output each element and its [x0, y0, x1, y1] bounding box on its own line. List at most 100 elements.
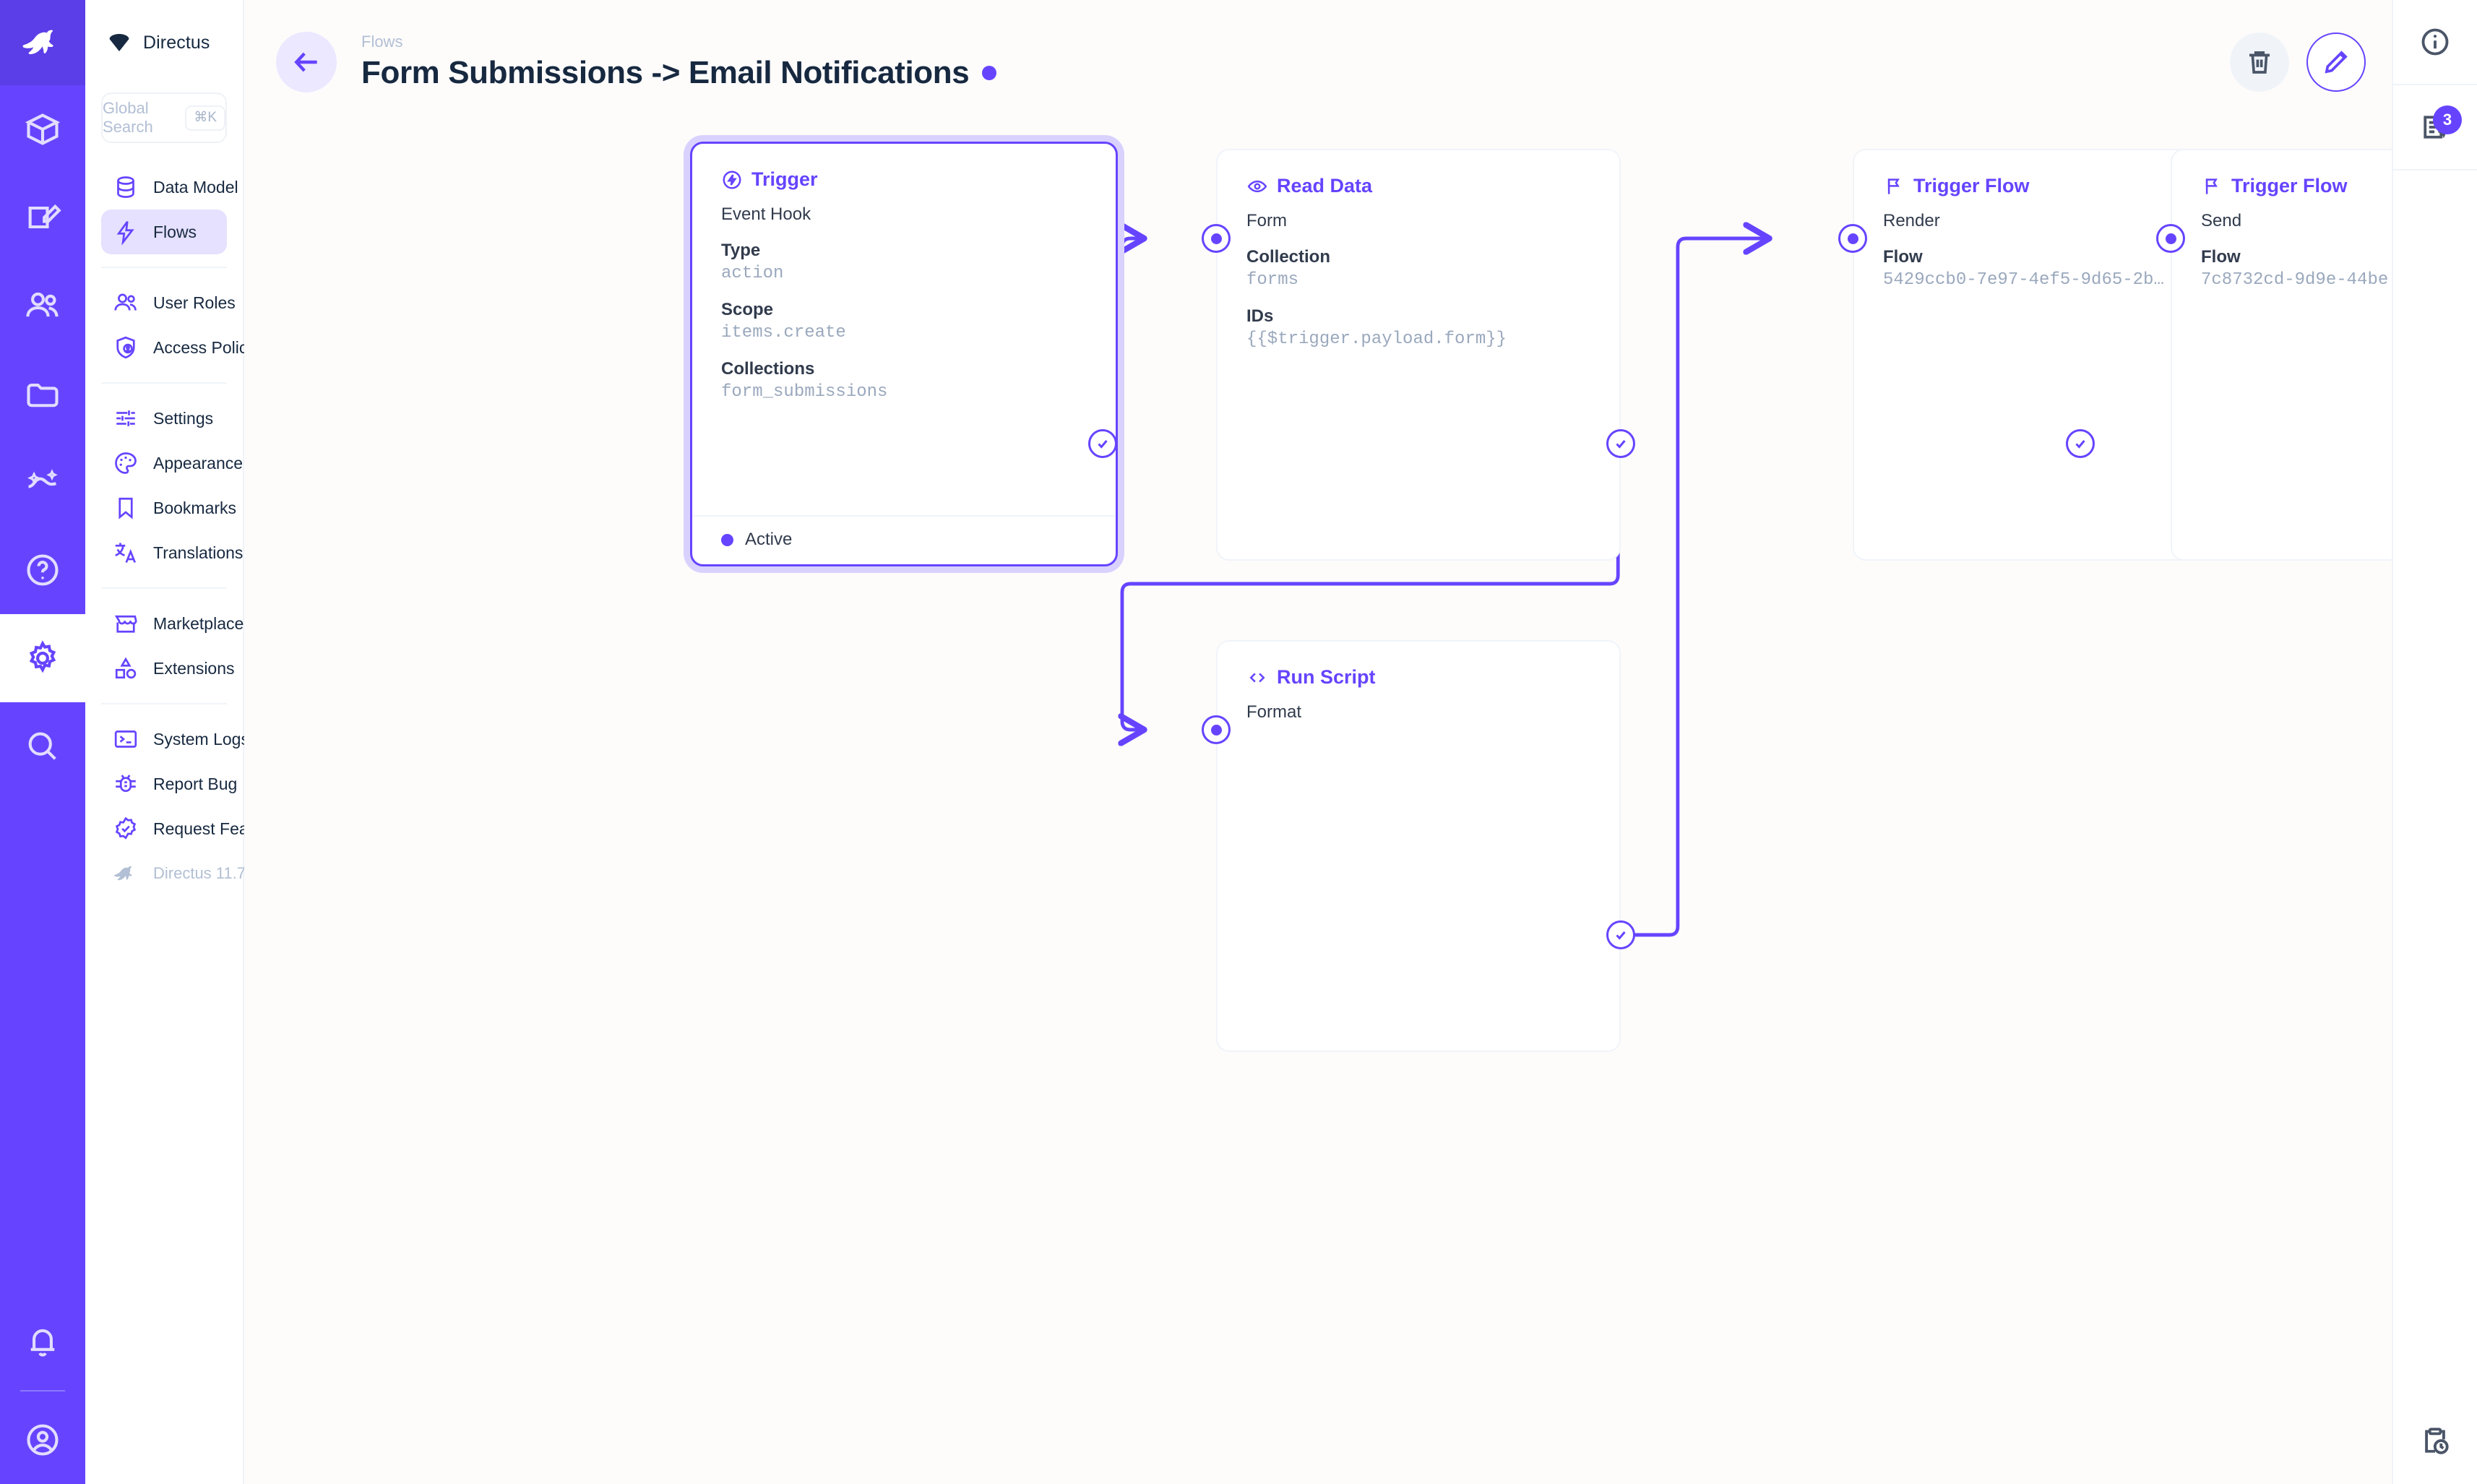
sliders-icon: [116, 410, 135, 426]
search-shortcut-kbd: ⌘K: [185, 105, 225, 131]
lightning-bolt-icon: [116, 220, 134, 245]
module-content[interactable]: [0, 85, 85, 173]
field-value: 5429ccb0-7e97-4ef5-9d65-2b…: [1883, 270, 2164, 290]
sidebar-item-marketplace[interactable]: Marketplace Beta: [101, 601, 309, 646]
sidebar-item-extensions[interactable]: Extensions: [101, 646, 235, 691]
module-users[interactable]: [0, 262, 85, 350]
sidebar-item-settings[interactable]: Settings: [101, 396, 227, 441]
node-type-header: Run Script: [1218, 642, 1619, 689]
module-files[interactable]: [0, 350, 85, 438]
module-insights[interactable]: [0, 438, 85, 526]
sidebar-item-label: Directus 11.7.2: [153, 864, 259, 882]
trash-icon: [2249, 51, 2270, 74]
bolt-circle-icon: [723, 171, 741, 189]
node-status-footer: Active: [692, 515, 1116, 564]
database-icon: [117, 176, 134, 198]
node-type-header: Read Data: [1218, 150, 1619, 197]
node-name: Send: [2201, 211, 2242, 230]
field-key: Scope: [721, 300, 774, 320]
module-settings[interactable]: [0, 614, 85, 702]
flow-node-run-script[interactable]: Run Script Format: [1216, 640, 1621, 1052]
right-sidebar: 3: [2392, 0, 2477, 1484]
field-value: items.create: [721, 323, 846, 343]
handle-out-read-data[interactable]: [1606, 429, 1635, 458]
pencil-icon: [2325, 51, 2348, 74]
node-type-label: Run Script: [1277, 666, 1376, 688]
brand-header: Directus: [85, 0, 243, 85]
sidebar-item-report-bug[interactable]: Report Bug: [101, 762, 237, 806]
info-sidebar-icon[interactable]: [2392, 0, 2477, 85]
node-type-header: Trigger: [692, 144, 1116, 191]
sidebar-item-user-roles[interactable]: User Roles: [101, 280, 236, 325]
node-type-label: Read Data: [1277, 175, 1373, 197]
storefront-icon: [114, 615, 137, 633]
revisions-sidebar-icon[interactable]: 3: [2392, 85, 2477, 171]
notifications-icon[interactable]: [0, 1298, 85, 1386]
bell-icon: [30, 1329, 55, 1357]
sidebar-item-bookmarks[interactable]: Bookmarks: [101, 486, 236, 530]
extensions-icon: [115, 657, 137, 679]
field-value: form_submissions: [721, 382, 888, 402]
node-body: Event Hook Type action Scope items.creat…: [692, 191, 1116, 405]
flow-logs-icon[interactable]: [2392, 1399, 2477, 1484]
breadcrumb[interactable]: Flows: [361, 32, 403, 51]
delete-flow-button[interactable]: [2230, 33, 2289, 92]
check-icon: [2075, 440, 2085, 449]
directus-rabbit-icon: [114, 866, 132, 881]
sidebar-item-label: User Roles: [153, 293, 236, 312]
help-circle-icon: [27, 554, 59, 586]
node-name: Format: [1246, 702, 1302, 722]
sidebar-item-access-policies[interactable]: Access Policies: [101, 325, 269, 370]
flow-node-trigger[interactable]: Trigger Event Hook Type action Scope ite…: [690, 142, 1118, 566]
sidebar-item-version: Directus 11.7.2: [101, 851, 259, 896]
status-badge: [982, 66, 997, 81]
search-input[interactable]: Global Search ⌘K: [101, 92, 227, 143]
sidebar-item-appearance[interactable]: Appearance: [101, 441, 243, 486]
edit-flow-button[interactable]: [2306, 33, 2366, 92]
arrow-left-icon: [294, 52, 317, 72]
flow-canvas[interactable]: Trigger Event Hook Type action Scope ite…: [244, 0, 2392, 1484]
sidebar-item-system-logs[interactable]: System Logs: [101, 717, 249, 762]
handle-in-run-script[interactable]: [1202, 715, 1231, 744]
check-icon: [1098, 440, 1108, 449]
nav-divider: [101, 382, 227, 384]
module-help[interactable]: [0, 526, 85, 614]
eye-icon: [1247, 180, 1267, 192]
status-dot-icon: [721, 533, 733, 546]
node-body: Send Flow 7c8732cd-9d9e-44be: [2172, 197, 2392, 293]
field-key: Flow: [1883, 247, 1923, 267]
field-value: forms: [1246, 270, 1299, 290]
sidebar-item-request-feature[interactable]: Request Feature: [101, 806, 277, 851]
flow-node-trigger-flow-send[interactable]: Trigger Flow Send Flow 7c8732cd-9d9e-44b…: [2171, 149, 2392, 561]
check-icon: [1616, 931, 1626, 940]
handle-out-run-script[interactable]: [1606, 920, 1635, 949]
handle-in-trigger-flow-render[interactable]: [1838, 224, 1867, 253]
sidebar-item-label: Settings: [153, 408, 214, 428]
handle-in-trigger-flow-send[interactable]: [2156, 224, 2185, 253]
translate-icon: [115, 543, 137, 564]
folder-icon: [27, 384, 59, 407]
field-value: action: [721, 264, 784, 284]
sidebar-item-flows[interactable]: Flows: [101, 210, 227, 254]
handle-in-read-data[interactable]: [1202, 224, 1231, 253]
sidebar-item-label: System Logs: [153, 729, 249, 749]
sidebar-item-translations[interactable]: Translations: [101, 530, 243, 575]
node-name: Form: [1246, 211, 1287, 230]
module-bar-divider: [20, 1390, 65, 1392]
user-account-icon[interactable]: [0, 1396, 85, 1484]
sidebar-item-data-model[interactable]: Data Model: [101, 165, 238, 210]
node-type-header: Trigger Flow: [2172, 150, 2392, 197]
back-button[interactable]: [276, 32, 337, 92]
handle-out-trigger-flow-render[interactable]: [2066, 429, 2095, 458]
revisions-count-badge: 3: [2433, 105, 2462, 134]
flow-node-read-data[interactable]: Read Data Form Collection forms IDs {{$t…: [1216, 149, 1621, 561]
handle-out-trigger[interactable]: [1088, 429, 1117, 458]
main-area: Flows Form Submissions -> Email Notifica…: [244, 0, 2392, 1484]
insights-icon: [27, 469, 58, 488]
directus-logo-button[interactable]: [0, 0, 85, 85]
module-editor[interactable]: [0, 173, 85, 262]
node-type-label: Trigger: [751, 168, 818, 190]
directus-rabbit-logo-icon: [22, 30, 53, 54]
flag-icon: [2205, 178, 2218, 194]
module-search[interactable]: [0, 702, 85, 790]
